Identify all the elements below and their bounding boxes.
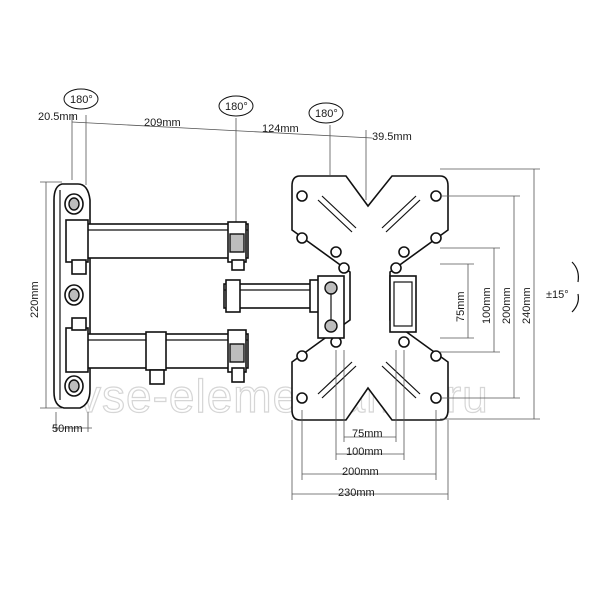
tilt-indicator: ±15° — [546, 261, 579, 313]
dim-vesa-h-100: 100mm — [346, 446, 383, 458]
rotation-label-1: 180° — [70, 94, 93, 106]
tilt-label: ±15° — [546, 289, 569, 301]
dim-plate-offset: 39.5mm — [372, 131, 412, 143]
dim-vesa-v-100: 100mm — [481, 287, 493, 324]
rotation-indicator-2: 180° — [218, 95, 254, 117]
right-dimension-lines — [440, 168, 540, 420]
dim-vesa-v-75: 75mm — [455, 291, 467, 322]
wall-plate: 220mm 50mm — [29, 181, 92, 435]
dim-wall-plate-height: 220mm — [29, 281, 41, 318]
rotation-label-2: 180° — [225, 101, 248, 113]
top-dimension-chain — [71, 115, 373, 230]
dim-vesa-h-75: 75mm — [352, 428, 383, 440]
dim-wall-plate-width: 50mm — [52, 423, 83, 435]
bottom-dimension-lines — [291, 350, 449, 500]
lower-arm — [65, 317, 249, 385]
dim-arm-long: 209mm — [144, 117, 181, 129]
dim-top-offset: 20.5mm — [38, 111, 78, 123]
rotation-indicator-3: 180° — [308, 102, 344, 124]
tv-plate — [291, 175, 449, 421]
dim-vesa-v-240: 240mm — [521, 287, 533, 324]
upper-arm — [65, 219, 249, 275]
connector-arm — [223, 279, 325, 313]
dim-vesa-v-200: 200mm — [501, 287, 513, 324]
rotation-indicator-1: 180° — [63, 88, 99, 110]
dim-arm-short: 124mm — [262, 123, 299, 135]
dim-vesa-h-200: 200mm — [342, 466, 379, 478]
dim-vesa-h-230: 230mm — [338, 487, 375, 499]
rotation-label-3: 180° — [315, 108, 338, 120]
